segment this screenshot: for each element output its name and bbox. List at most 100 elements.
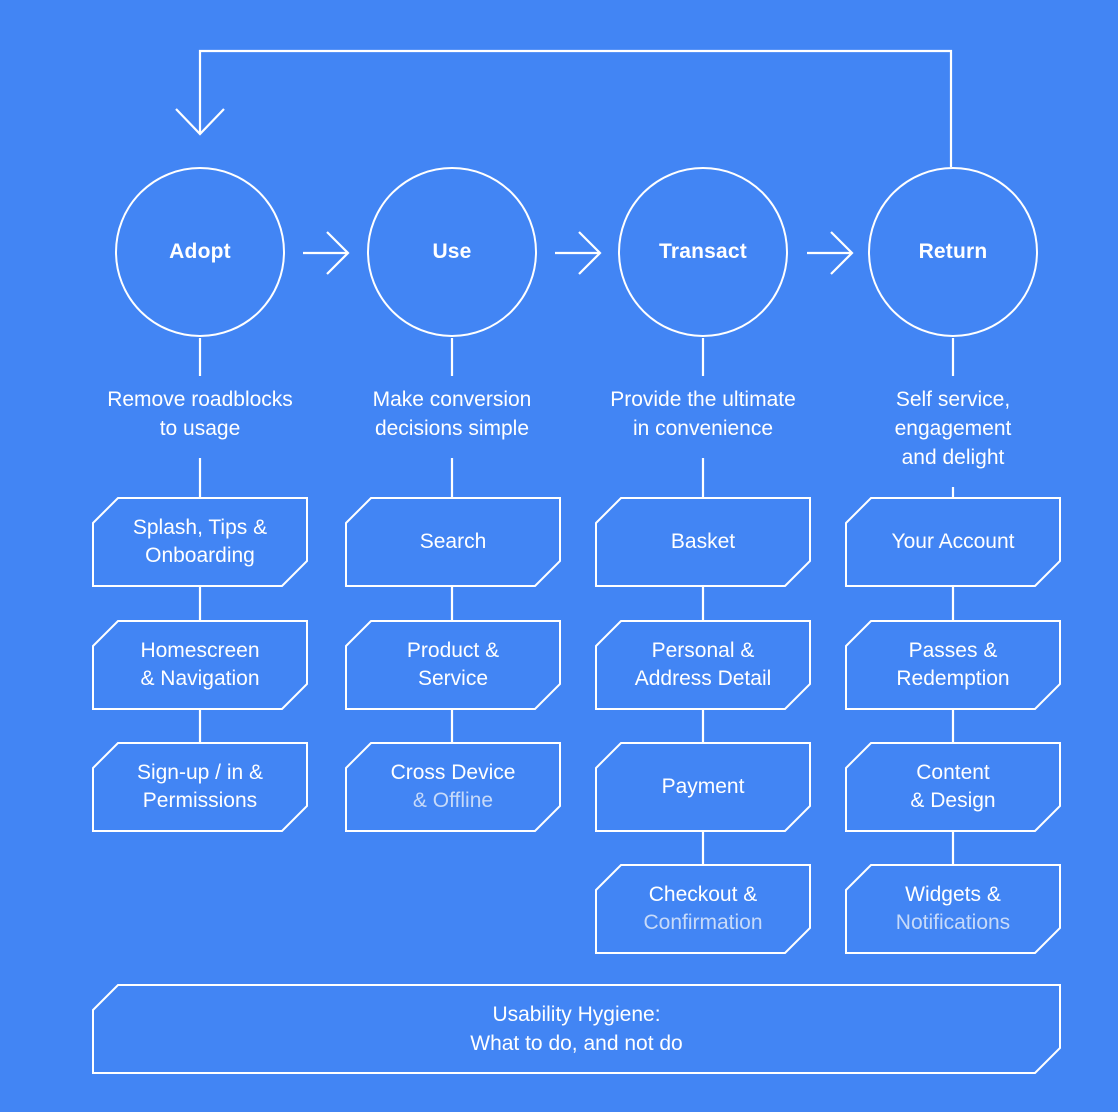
item-box-text: Product & Service xyxy=(377,637,529,693)
item-box-line2: Notifications xyxy=(895,911,1011,934)
chamfer-outline xyxy=(92,742,308,832)
caption-line: Self service, xyxy=(895,388,1011,411)
item-box-line2: Service xyxy=(417,667,489,690)
item-box-return-4[interactable]: Widgets & Notifications xyxy=(845,864,1061,954)
item-box-line1: Cross Device xyxy=(390,761,516,784)
item-box-text: Personal & Address Detail xyxy=(605,637,802,693)
stage-circle-use[interactable]: Use xyxy=(367,167,537,337)
item-box-text: Passes & Redemption xyxy=(866,637,1039,693)
item-box-use-3[interactable]: Cross Device & Offline xyxy=(345,742,561,832)
stage-caption-return: Self service, engagement and delight xyxy=(833,385,1073,472)
item-box-text: Content & Design xyxy=(880,759,1025,815)
caption-line: and delight xyxy=(901,446,1005,469)
item-box-return-3[interactable]: Content & Design xyxy=(845,742,1061,832)
item-box-adopt-1[interactable]: Splash, Tips & Onboarding xyxy=(92,497,308,587)
item-box-line2: Onboarding xyxy=(145,544,255,567)
item-box-text: Sign-up / in & Permissions xyxy=(107,759,293,815)
item-box-text: Search xyxy=(390,528,517,556)
item-box-line2: Confirmation xyxy=(643,911,763,934)
item-box-line2: Address Detail xyxy=(634,667,772,690)
stage-arrow-use-to-transact xyxy=(555,231,602,275)
item-box-line1: Checkout & xyxy=(648,883,758,906)
item-box-text: Widgets & Notifications xyxy=(866,881,1040,937)
item-box-use-2[interactable]: Product & Service xyxy=(345,620,561,710)
item-box-transact-2[interactable]: Personal & Address Detail xyxy=(595,620,811,710)
item-box-line2: & Offline xyxy=(412,789,494,812)
item-box-line1: Basket xyxy=(670,530,736,553)
stage-label-adopt: Adopt xyxy=(169,240,231,264)
chamfer-outline xyxy=(595,864,811,954)
item-box-text: Homescreen & Navigation xyxy=(110,637,289,693)
stage-circle-adopt[interactable]: Adopt xyxy=(115,167,285,337)
banner-line1: Usability Hygiene: xyxy=(492,1003,661,1026)
stage-arrow-adopt-to-use xyxy=(303,231,350,275)
chamfer-outline xyxy=(845,497,1061,587)
item-box-line1: Personal & xyxy=(651,639,755,662)
caption-line: in convenience xyxy=(632,417,774,440)
stage-caption-transact: Provide the ultimate in convenience xyxy=(583,385,823,443)
chamfer-outline xyxy=(345,497,561,587)
chamfer-outline xyxy=(845,620,1061,710)
stage-caption-adopt: Remove roadblocks to usage xyxy=(80,385,320,443)
item-box-line2: Permissions xyxy=(142,789,258,812)
item-box-adopt-2[interactable]: Homescreen & Navigation xyxy=(92,620,308,710)
caption-line: decisions simple xyxy=(374,417,530,440)
item-box-text: Checkout & Confirmation xyxy=(613,881,792,937)
caption-line: to usage xyxy=(159,417,241,440)
chamfer-outline xyxy=(595,742,811,832)
chamfer-outline xyxy=(92,984,1061,1074)
circle-outline-return: Return xyxy=(868,167,1038,337)
item-box-return-1[interactable]: Your Account xyxy=(845,497,1061,587)
chamfer-outline xyxy=(345,742,561,832)
chamfer-outline xyxy=(92,497,308,587)
stage-circle-return[interactable]: Return xyxy=(868,167,1038,337)
item-box-line2: & Navigation xyxy=(140,667,260,690)
item-box-line1: Product & xyxy=(406,639,500,662)
stage-caption-use: Make conversion decisions simple xyxy=(332,385,572,443)
chamfer-outline xyxy=(595,497,811,587)
circle-outline-adopt: Adopt xyxy=(115,167,285,337)
item-box-line1: Splash, Tips & xyxy=(132,516,268,539)
item-box-line1: Passes & xyxy=(908,639,998,662)
feedback-loop-line xyxy=(198,49,953,167)
feedback-loop-arrowhead xyxy=(175,108,225,136)
chamfer-outline xyxy=(345,620,561,710)
chamfer-outline xyxy=(845,864,1061,954)
item-box-line2: Redemption xyxy=(896,667,1010,690)
chamfer-outline xyxy=(92,620,308,710)
chamfer-outline xyxy=(845,742,1061,832)
stage-label-return: Return xyxy=(918,240,988,264)
item-box-text: Splash, Tips & Onboarding xyxy=(103,514,297,570)
item-box-line2: & Design xyxy=(910,789,996,812)
item-box-return-2[interactable]: Passes & Redemption xyxy=(845,620,1061,710)
banner-text: Usability Hygiene: What to do, and not d… xyxy=(440,1000,712,1058)
usability-hygiene-banner[interactable]: Usability Hygiene: What to do, and not d… xyxy=(92,984,1061,1074)
caption-line: engagement xyxy=(894,417,1012,440)
stage-label-transact: Transact xyxy=(659,240,747,264)
item-box-transact-3[interactable]: Payment xyxy=(595,742,811,832)
caption-line: Remove roadblocks xyxy=(107,388,293,411)
item-box-text: Your Account xyxy=(862,528,1045,556)
item-box-adopt-3[interactable]: Sign-up / in & Permissions xyxy=(92,742,308,832)
stage-label-use: Use xyxy=(432,240,472,264)
item-box-line1: Sign-up / in & xyxy=(136,761,264,784)
item-box-line1: Content xyxy=(916,761,990,784)
item-box-transact-1[interactable]: Basket xyxy=(595,497,811,587)
circle-outline-use: Use xyxy=(367,167,537,337)
item-box-line1: Payment xyxy=(661,775,745,798)
item-box-line1: Homescreen xyxy=(140,639,260,662)
item-box-text: Basket xyxy=(641,528,765,556)
banner-line2: What to do, and not do xyxy=(470,1032,683,1055)
circle-outline-transact: Transact xyxy=(618,167,788,337)
item-box-transact-4[interactable]: Checkout & Confirmation xyxy=(595,864,811,954)
stage-arrow-transact-to-return xyxy=(807,231,854,275)
item-box-line1: Your Account xyxy=(891,530,1015,553)
stage-circle-transact[interactable]: Transact xyxy=(618,167,788,337)
item-box-line1: Search xyxy=(419,530,487,553)
caption-line: Make conversion xyxy=(372,388,532,411)
item-box-use-1[interactable]: Search xyxy=(345,497,561,587)
caption-line: Provide the ultimate xyxy=(610,388,796,411)
item-box-text: Payment xyxy=(632,773,775,801)
item-box-line1: Widgets & xyxy=(905,883,1001,906)
